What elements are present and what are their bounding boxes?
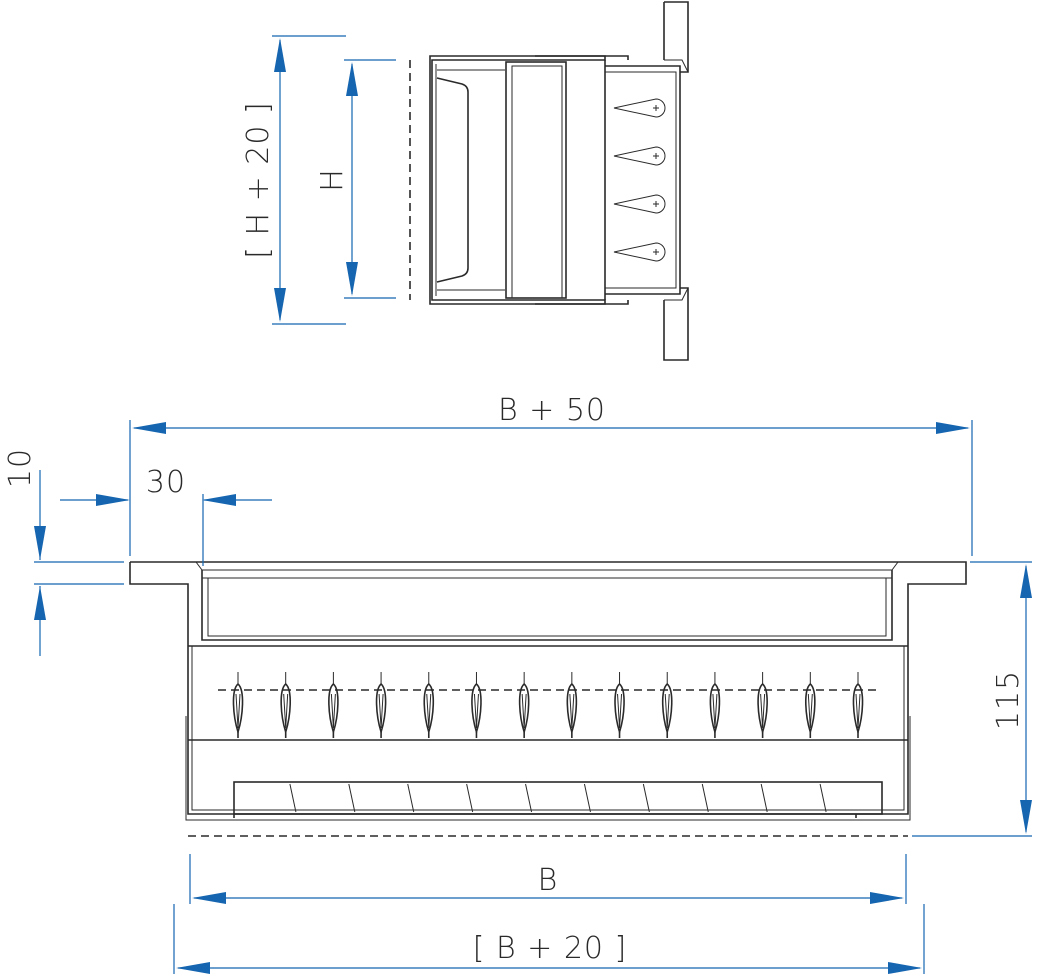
wedge-plus-mark bbox=[653, 201, 659, 207]
side-view-flange-step bbox=[664, 59, 689, 301]
front-view-feet bbox=[233, 814, 857, 818]
dimensions: [ H + 20 ] H B + 50 30 bbox=[3, 35, 1032, 974]
front-view-pin bbox=[757, 672, 768, 738]
front-view-pin bbox=[805, 672, 816, 738]
pin-inner bbox=[807, 693, 813, 729]
pin-inner bbox=[330, 693, 336, 729]
front-view-body-walls bbox=[185, 646, 911, 821]
pin-inner bbox=[855, 693, 861, 729]
side-view-wedge bbox=[613, 146, 666, 166]
front-view-pin bbox=[518, 672, 530, 738]
pin-inner bbox=[521, 693, 527, 729]
dim-b-plus-50: B + 50 bbox=[129, 393, 973, 556]
side-view-wedge bbox=[613, 242, 666, 262]
dim-flange-thickness-label: 10 bbox=[3, 448, 38, 488]
pin-inner bbox=[283, 693, 289, 729]
dim-height: 115 bbox=[912, 561, 1032, 837]
front-view-pin bbox=[852, 672, 864, 738]
pin-inner bbox=[235, 693, 241, 729]
slot-divider bbox=[583, 783, 591, 813]
pin-inner bbox=[712, 693, 718, 729]
dim-flange-width: 30 bbox=[60, 465, 272, 566]
front-view-slot-strip bbox=[233, 781, 883, 815]
wedge-outline bbox=[613, 194, 666, 214]
front-view-flange-inner bbox=[195, 561, 899, 579]
slot-divider bbox=[407, 783, 415, 813]
side-view-middle-block bbox=[505, 61, 567, 299]
front-view-pin bbox=[232, 672, 244, 738]
wedge-plus-mark bbox=[653, 249, 659, 255]
dim-flange-thickness: 10 bbox=[3, 448, 124, 656]
pin-inner bbox=[617, 693, 623, 729]
dim-h-plus-20: [ H + 20 ] bbox=[241, 35, 346, 325]
slot-divider bbox=[466, 783, 474, 813]
pin-inner bbox=[664, 693, 670, 729]
side-view-bottom-cap bbox=[535, 300, 629, 305]
side-view-wedge bbox=[613, 98, 666, 118]
front-view-slots bbox=[289, 783, 827, 813]
front-view-pin bbox=[566, 672, 578, 738]
front-view-pins bbox=[232, 672, 864, 738]
dim-b-plus-20-label: [ B + 20 ] bbox=[473, 931, 628, 966]
dim-h-plus-20-label: [ H + 20 ] bbox=[241, 101, 276, 258]
side-view-wedges bbox=[613, 98, 666, 262]
front-view-pin bbox=[280, 672, 291, 738]
pin-inner bbox=[378, 693, 384, 729]
dim-b-label: B bbox=[538, 863, 559, 898]
side-view-right-panel-edge bbox=[605, 71, 677, 289]
dim-flange-width-label: 30 bbox=[146, 465, 186, 500]
pin-inner bbox=[569, 693, 575, 729]
side-view-bracket bbox=[436, 77, 469, 283]
side-view-flange bbox=[663, 1, 689, 361]
wedge-plus-mark bbox=[653, 153, 659, 159]
front-view-pin bbox=[709, 672, 721, 738]
front-view-pin bbox=[423, 672, 435, 738]
front-view bbox=[129, 561, 967, 837]
wedge-outline bbox=[613, 98, 666, 118]
front-view-upper-inner bbox=[207, 578, 887, 637]
front-view-upper-chamber bbox=[201, 570, 893, 641]
slot-divider bbox=[348, 783, 356, 813]
front-view-pin bbox=[614, 672, 625, 738]
pin-inner bbox=[760, 693, 766, 729]
pin-inner bbox=[426, 693, 432, 729]
front-view-pin bbox=[375, 672, 387, 738]
side-view-profile bbox=[429, 55, 606, 305]
wedge-outline bbox=[613, 146, 666, 166]
side-view-wedge bbox=[613, 194, 666, 214]
front-view-pin bbox=[471, 672, 482, 738]
slot-divider bbox=[525, 783, 533, 813]
dim-b: B bbox=[189, 854, 907, 904]
slot-divider bbox=[819, 783, 827, 813]
front-view-flange bbox=[129, 561, 967, 620]
dim-h: H bbox=[315, 59, 396, 299]
slot-divider bbox=[642, 783, 650, 813]
front-view-body bbox=[187, 620, 909, 815]
wedge-plus-mark bbox=[653, 105, 659, 111]
side-view-right-panel bbox=[604, 60, 681, 300]
dim-b-plus-50-label: B + 50 bbox=[498, 393, 606, 428]
dim-height-label: 115 bbox=[991, 670, 1026, 730]
wedge-outline bbox=[613, 242, 666, 262]
pin-inner bbox=[473, 693, 479, 729]
front-view-pin bbox=[661, 672, 673, 738]
slot-divider bbox=[701, 783, 709, 813]
side-view-top-cap bbox=[535, 55, 629, 60]
front-view-pin bbox=[328, 672, 339, 738]
slot-divider bbox=[289, 783, 297, 813]
side-view-bracket-inner bbox=[437, 69, 505, 291]
dim-h-label: H bbox=[315, 168, 350, 192]
dim-b-plus-20: [ B + 20 ] bbox=[173, 904, 925, 974]
side-view-middle-inner bbox=[511, 65, 563, 299]
slot-divider bbox=[760, 783, 768, 813]
side-view bbox=[409, 1, 689, 361]
